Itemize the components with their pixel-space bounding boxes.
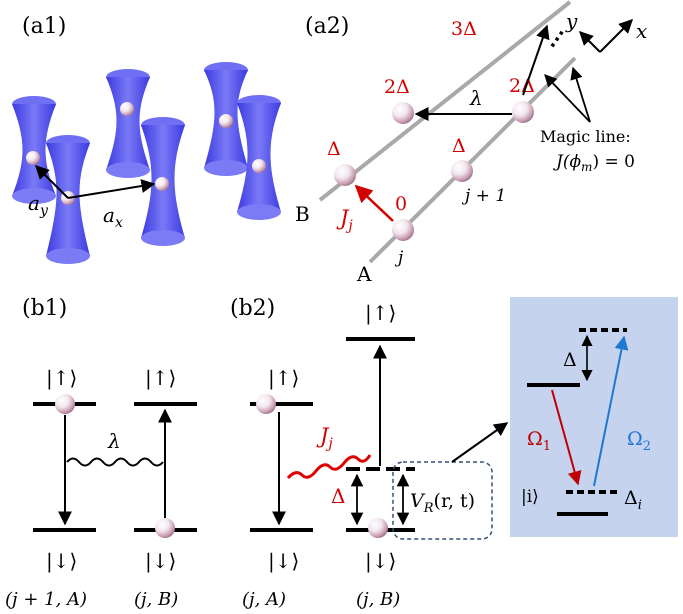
axis-y-arrow (579, 31, 601, 53)
energy-2delta-B: 2Δ (384, 76, 410, 98)
ket-down-A: |↓⟩ (268, 549, 299, 574)
energy-delta-B: Δ (327, 138, 341, 160)
b2-Jj-label: Jj (316, 424, 333, 452)
panel-a2: (a2) 0 Δ Δ 2Δ 2Δ 3Δ λ Jj j j + 1 B A ⋯ (295, 0, 647, 286)
ket-down-left: |↓⟩ (46, 549, 77, 574)
magic-pointer-2 (570, 66, 591, 123)
leg-A-label: A (356, 262, 372, 286)
tweezer-6 (237, 95, 281, 220)
b1-lambda-label: λ (107, 429, 121, 453)
tweezer-3 (106, 69, 150, 178)
label-ay: ay (28, 191, 49, 219)
atom-A-j (392, 219, 414, 241)
b1-right-site: (j, B) (134, 589, 178, 610)
axis-y-label: y (565, 9, 578, 33)
b2-left-site: (j, A) (242, 589, 286, 610)
lambda-wave (66, 457, 164, 467)
atom-right-down (155, 518, 175, 538)
atom-A-j2 (512, 101, 534, 123)
inset-pointer (451, 422, 509, 463)
omega2-label: Ω2 (627, 428, 651, 454)
atom-left-up (55, 394, 75, 414)
axis-x-label: x (636, 19, 647, 43)
panel-a2-label: (a2) (305, 14, 349, 39)
hop-Jj-wave (286, 454, 372, 480)
inset-delta-label: Δ (563, 349, 577, 371)
panel-b2-label: (b2) (230, 296, 275, 321)
vr-label: VR(r, t) (410, 490, 475, 516)
vector-ax (67, 179, 156, 199)
ket-up-left: |↑⟩ (46, 366, 77, 391)
lambda-label: λ (469, 86, 483, 110)
panel-b1-label: (b1) (22, 296, 67, 321)
hop-Jj-arrow (354, 184, 394, 222)
magic-line-eq: J(ϕm) = 0 (553, 152, 635, 174)
ket-up-right: |↑⟩ (145, 366, 176, 391)
vr-dashed-box (392, 461, 493, 540)
energy-delta-A: Δ (452, 135, 466, 157)
inset-delta-i: Δi (624, 487, 642, 513)
inset-background (510, 297, 678, 537)
panel-a1-label: (a1) (22, 14, 66, 39)
magic-pointer-1 (544, 74, 591, 123)
axis-x-arrow (599, 19, 633, 53)
atom-B-j (334, 164, 356, 186)
energy-2delta-A: 2Δ (509, 75, 535, 97)
omega1-label: Ω1 (527, 428, 551, 454)
atom (219, 114, 233, 128)
atom (252, 159, 266, 173)
site-j1-label: j + 1 (461, 186, 506, 206)
atom-B-j1 (392, 102, 414, 124)
ket-up-B: |↑⟩ (365, 301, 396, 326)
leg-B-line (318, 0, 572, 202)
omega2-arrow (593, 335, 629, 487)
ket-down-right: |↓⟩ (145, 549, 176, 574)
b2-delta-label: Δ (331, 484, 345, 508)
label-ax: ax (103, 203, 123, 231)
ket-down-B: |↓⟩ (365, 549, 396, 574)
magic-line-title: Magic line: (540, 127, 631, 146)
tweezer-array (12, 62, 281, 264)
panel-b1: (b1) |↑⟩ |↑⟩ |↓⟩ |↓⟩ λ (j + 1, A) (j, B) (5, 296, 197, 610)
b2-right-site: (j, B) (356, 589, 400, 610)
inset-panel: Δ Ω1 Ω2 |i⟩ Δi (510, 297, 678, 537)
atom (120, 102, 134, 116)
vector-ay (35, 165, 69, 199)
atom-B-down (368, 518, 388, 538)
b1-left-site: (j + 1, A) (5, 589, 87, 610)
diag-arrow (522, 24, 550, 96)
atom (155, 177, 169, 191)
omega1-arrow (551, 389, 582, 486)
hop-Jj-label: Jj (336, 206, 353, 234)
atom-A-up (256, 394, 276, 414)
atom-A-j1 (451, 160, 473, 182)
inset-ket-i: |i⟩ (521, 487, 539, 507)
atom (26, 151, 40, 165)
energy-zero: 0 (395, 193, 407, 215)
leg-B-label: B (295, 202, 310, 226)
panel-b2: (b2) |↑⟩ |↑⟩ |↓⟩ |↓⟩ Jj Δ VR(r, t) (j, A… (230, 296, 678, 610)
panel-a1: (a1) (12, 14, 281, 264)
ket-up-A: |↑⟩ (268, 366, 299, 391)
energy-3delta: 3Δ (451, 18, 477, 40)
site-j-label: j (394, 248, 404, 268)
